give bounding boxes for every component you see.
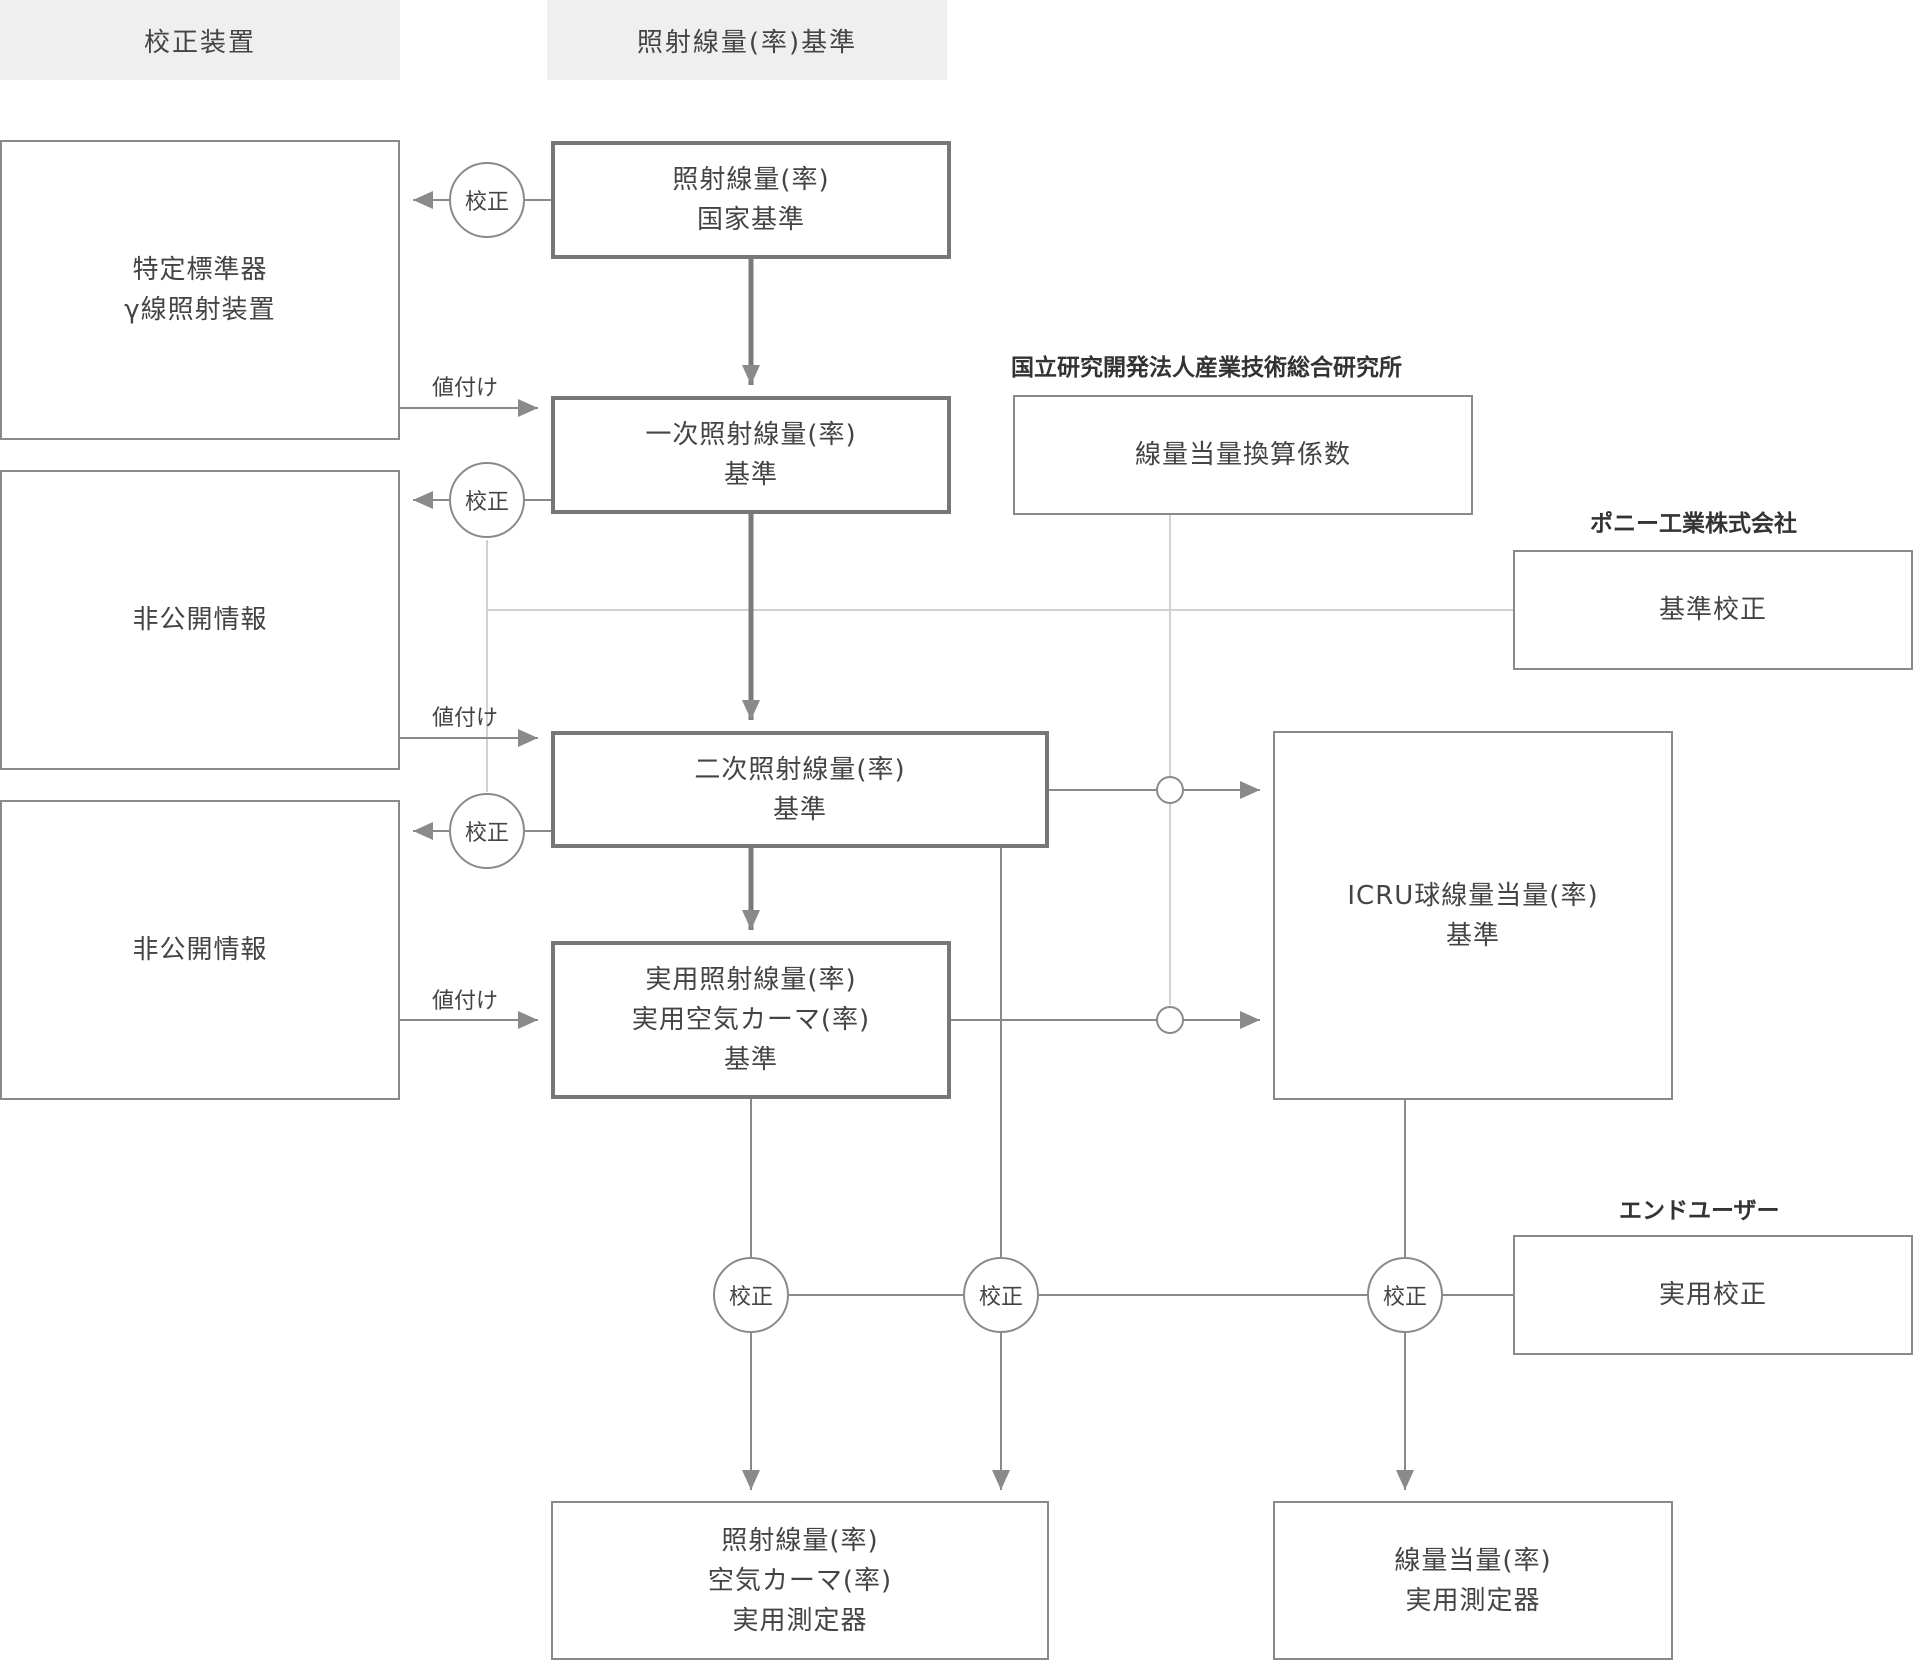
national-standard-box: 照射線量(率) 国家基準 bbox=[551, 141, 951, 259]
working-standard-box: 実用照射線量(率) 実用空気カーマ(率) 基準 bbox=[551, 941, 951, 1099]
header-exposure-standard: 照射線量(率)基準 bbox=[547, 0, 947, 80]
box-line: 一次照射線量(率) bbox=[645, 420, 857, 450]
box-line: 空気カーマ(率) bbox=[707, 1565, 893, 1596]
header-calibration-device: 校正装置 bbox=[0, 0, 400, 80]
undisclosed-box-1: 非公開情報 bbox=[0, 470, 400, 770]
calibration-node: 校正 bbox=[449, 793, 525, 869]
calibration-node: 校正 bbox=[449, 462, 525, 538]
org-aist: 国立研究開発法人産業技術総合研究所 bbox=[1011, 355, 1402, 381]
undisclosed-box-2: 非公開情報 bbox=[0, 800, 400, 1100]
box-line: 照射線量(率) bbox=[721, 1525, 879, 1556]
calibration-node: 校正 bbox=[713, 1257, 789, 1333]
specified-standard-box: 特定標準器 γ線照射装置 bbox=[0, 140, 400, 440]
box-line: 線量当量(率) bbox=[1394, 1545, 1552, 1576]
box-line: 基準 bbox=[772, 794, 827, 825]
junction-node bbox=[1156, 776, 1184, 804]
box-line: 実用空気カーマ(率) bbox=[631, 1005, 871, 1035]
box-line: 基準 bbox=[723, 1045, 778, 1075]
box-line: ICRU球線量当量(率) bbox=[1347, 880, 1599, 911]
box-line: 非公開情報 bbox=[132, 605, 268, 635]
exposure-meter-box: 照射線量(率) 空気カーマ(率) 実用測定器 bbox=[551, 1501, 1049, 1660]
box-line: 基準校正 bbox=[1658, 595, 1767, 625]
box-line: γ線照射装置 bbox=[124, 295, 276, 325]
reference-network-lines bbox=[486, 515, 1513, 1005]
valuation-label: 値付け bbox=[432, 376, 499, 401]
primary-standard-box: 一次照射線量(率) 基準 bbox=[551, 396, 951, 514]
distribution-arrows bbox=[742, 1333, 1414, 1490]
distribution-lines bbox=[750, 848, 1513, 1296]
valuation-label: 値付け bbox=[432, 989, 499, 1014]
box-line: 実用測定器 bbox=[1405, 1585, 1541, 1616]
calibration-node: 校正 bbox=[449, 162, 525, 238]
box-line: 特定標準器 bbox=[132, 255, 268, 285]
box-line: 線量当量換算係数 bbox=[1134, 440, 1351, 470]
practical-calibration-box: 実用校正 bbox=[1513, 1235, 1913, 1355]
box-line: 基準 bbox=[1445, 920, 1500, 951]
valuation-label: 値付け bbox=[432, 706, 499, 731]
box-line: 国家基準 bbox=[696, 205, 805, 235]
box-line: 実用照射線量(率) bbox=[645, 965, 857, 995]
valuation-arrows bbox=[400, 399, 538, 1029]
box-line: 非公開情報 bbox=[132, 935, 268, 965]
icru-standard-box: ICRU球線量当量(率) 基準 bbox=[1273, 731, 1673, 1100]
box-line: 実用校正 bbox=[1658, 1280, 1767, 1310]
conversion-coefficient-box: 線量当量換算係数 bbox=[1013, 395, 1473, 515]
box-line: 実用測定器 bbox=[732, 1605, 868, 1636]
reference-calibration-box: 基準校正 bbox=[1513, 550, 1913, 670]
junction-node bbox=[1156, 1006, 1184, 1034]
calibration-node: 校正 bbox=[1367, 1257, 1443, 1333]
box-line: 二次照射線量(率) bbox=[694, 754, 906, 785]
org-pony: ポニー工業株式会社 bbox=[1590, 511, 1797, 537]
box-line: 基準 bbox=[723, 460, 778, 490]
box-line: 照射線量(率) bbox=[672, 165, 830, 195]
calibration-arrows bbox=[413, 191, 552, 840]
dose-meter-box: 線量当量(率) 実用測定器 bbox=[1273, 1501, 1673, 1660]
calibration-node: 校正 bbox=[963, 1257, 1039, 1333]
org-end-user: エンドユーザー bbox=[1619, 1198, 1780, 1224]
secondary-standard-box: 二次照射線量(率) 基準 bbox=[551, 731, 1049, 848]
